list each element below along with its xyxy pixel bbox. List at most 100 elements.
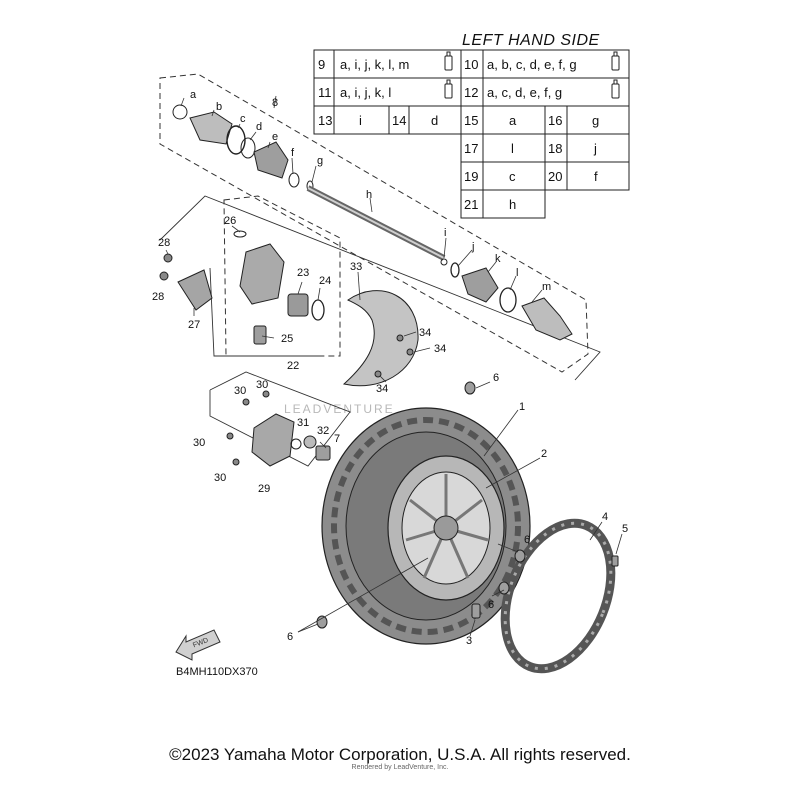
kit-items-17: l	[511, 141, 514, 156]
callout-8: 8	[272, 97, 278, 109]
small-parts	[316, 381, 619, 629]
bolt-34a	[396, 334, 404, 342]
callout-30b: 30	[256, 379, 268, 391]
kit-items-11: a, i, j, k, l	[340, 85, 391, 100]
callout-l: l	[516, 267, 518, 279]
callout-g: g	[317, 155, 323, 167]
callout-h: h	[366, 189, 372, 201]
callout-32: 32	[317, 425, 329, 437]
callout-31: 31	[297, 417, 309, 429]
callout-labels: 1 2 3 4 5 6 6 6 6 7 8 22 23 24 25 26 27 …	[152, 89, 628, 647]
guard-27	[177, 269, 213, 311]
kit-no-12: 12	[464, 85, 478, 100]
band-j	[450, 262, 460, 278]
grease-tube-icon	[444, 51, 453, 71]
boot-k	[461, 267, 499, 303]
callout-3: 3	[466, 635, 472, 647]
boot-e	[253, 141, 289, 179]
callout-7: 7	[334, 433, 340, 445]
kit-no-9: 9	[318, 57, 325, 72]
kit-items-21: h	[509, 197, 516, 212]
bolt-5	[611, 555, 619, 567]
disc-33	[342, 290, 419, 387]
callout-f: f	[291, 147, 295, 159]
ring-26	[233, 230, 247, 238]
callout-2: 2	[541, 448, 547, 460]
watermark: LEADVENTURE	[284, 402, 395, 416]
callout-i: i	[444, 227, 446, 239]
valve-3	[471, 603, 481, 619]
callout-6b: 6	[524, 534, 530, 546]
callout-d: d	[256, 121, 262, 133]
knuckle-outline	[223, 195, 341, 357]
bolt-30c	[226, 432, 234, 440]
kit-no-17: 17	[464, 141, 478, 156]
callout-28a: 28	[158, 237, 170, 249]
rendered-by: Rendered by LeadVenture, Inc.	[351, 764, 449, 771]
kit-items-19: c	[509, 169, 516, 184]
bolt-30a	[242, 398, 250, 406]
callout-c: c	[240, 113, 246, 125]
kit-items-9: a, i, j, k, l, m	[340, 57, 409, 72]
copyright-notice: ©2023 Yamaha Motor Corporation, U.S.A. A…	[169, 745, 631, 764]
inner-joint-m	[521, 297, 573, 341]
kit-no-13: 13	[318, 113, 332, 128]
kit-items-10: a, b, c, d, e, f, g	[487, 57, 577, 72]
callout-26: 26	[224, 215, 236, 227]
cap-6b	[514, 549, 526, 563]
kit-items-14: d	[431, 113, 438, 128]
driveshaft-parts	[172, 104, 573, 341]
callout-25: 25	[281, 333, 293, 345]
callout-30d: 30	[214, 472, 226, 484]
side-title: LEFT HAND SIDE	[462, 32, 600, 49]
callout-34c: 34	[376, 383, 388, 395]
callout-30c: 30	[193, 437, 205, 449]
kit-items-12: a, c, d, e, f, g	[487, 85, 562, 100]
band-f	[288, 172, 300, 188]
circlip-a	[172, 104, 188, 120]
outer-joint-b	[189, 111, 233, 145]
callout-4: 4	[602, 511, 608, 523]
washer-31	[290, 438, 302, 450]
kit-no-16: 16	[548, 113, 562, 128]
callout-5: 5	[622, 523, 628, 535]
callout-6d: 6	[287, 631, 293, 643]
bearing-23	[287, 293, 309, 317]
circlip-24	[311, 299, 325, 321]
hub-29	[251, 413, 295, 467]
kit-no-11: 11	[318, 85, 332, 100]
kit-no-14: 14	[392, 113, 406, 128]
callout-e: e	[272, 131, 278, 143]
driveshaft-outline	[159, 73, 589, 373]
callout-23: 23	[297, 267, 309, 279]
leader-lines	[165, 95, 623, 637]
grease-tube-icon	[444, 79, 453, 99]
bolt-25	[253, 325, 267, 345]
callout-30a: 30	[234, 385, 246, 397]
callout-33: 33	[350, 261, 362, 273]
grease-tube-icon	[611, 79, 620, 99]
bolt-28a	[163, 253, 173, 263]
kit-table	[313, 49, 630, 219]
kit-items-13: i	[359, 113, 362, 128]
bolt-30b	[262, 390, 270, 398]
assembly-outlines	[159, 73, 589, 373]
band-d	[240, 137, 256, 159]
callout-34b: 34	[434, 343, 446, 355]
kit-table-text: 9 a, i, j, k, l, m 10 a, b, c, d, e, f, …	[318, 57, 599, 212]
kit-no-15: 15	[464, 113, 478, 128]
callout-b: b	[216, 101, 222, 113]
washer-32	[303, 435, 317, 449]
cap-6a	[464, 381, 476, 395]
kit-items-15: a	[509, 113, 517, 128]
bolt-30d	[232, 458, 240, 466]
grease-tube-icons	[444, 51, 620, 99]
callout-6c: 6	[488, 599, 494, 611]
kit-items-20: f	[594, 169, 598, 184]
callout-27: 27	[188, 319, 200, 331]
callout-a: a	[190, 89, 197, 101]
clip-i	[440, 258, 448, 266]
callout-j: j	[471, 241, 474, 253]
fwd-arrow-icon: FWD	[175, 629, 221, 661]
